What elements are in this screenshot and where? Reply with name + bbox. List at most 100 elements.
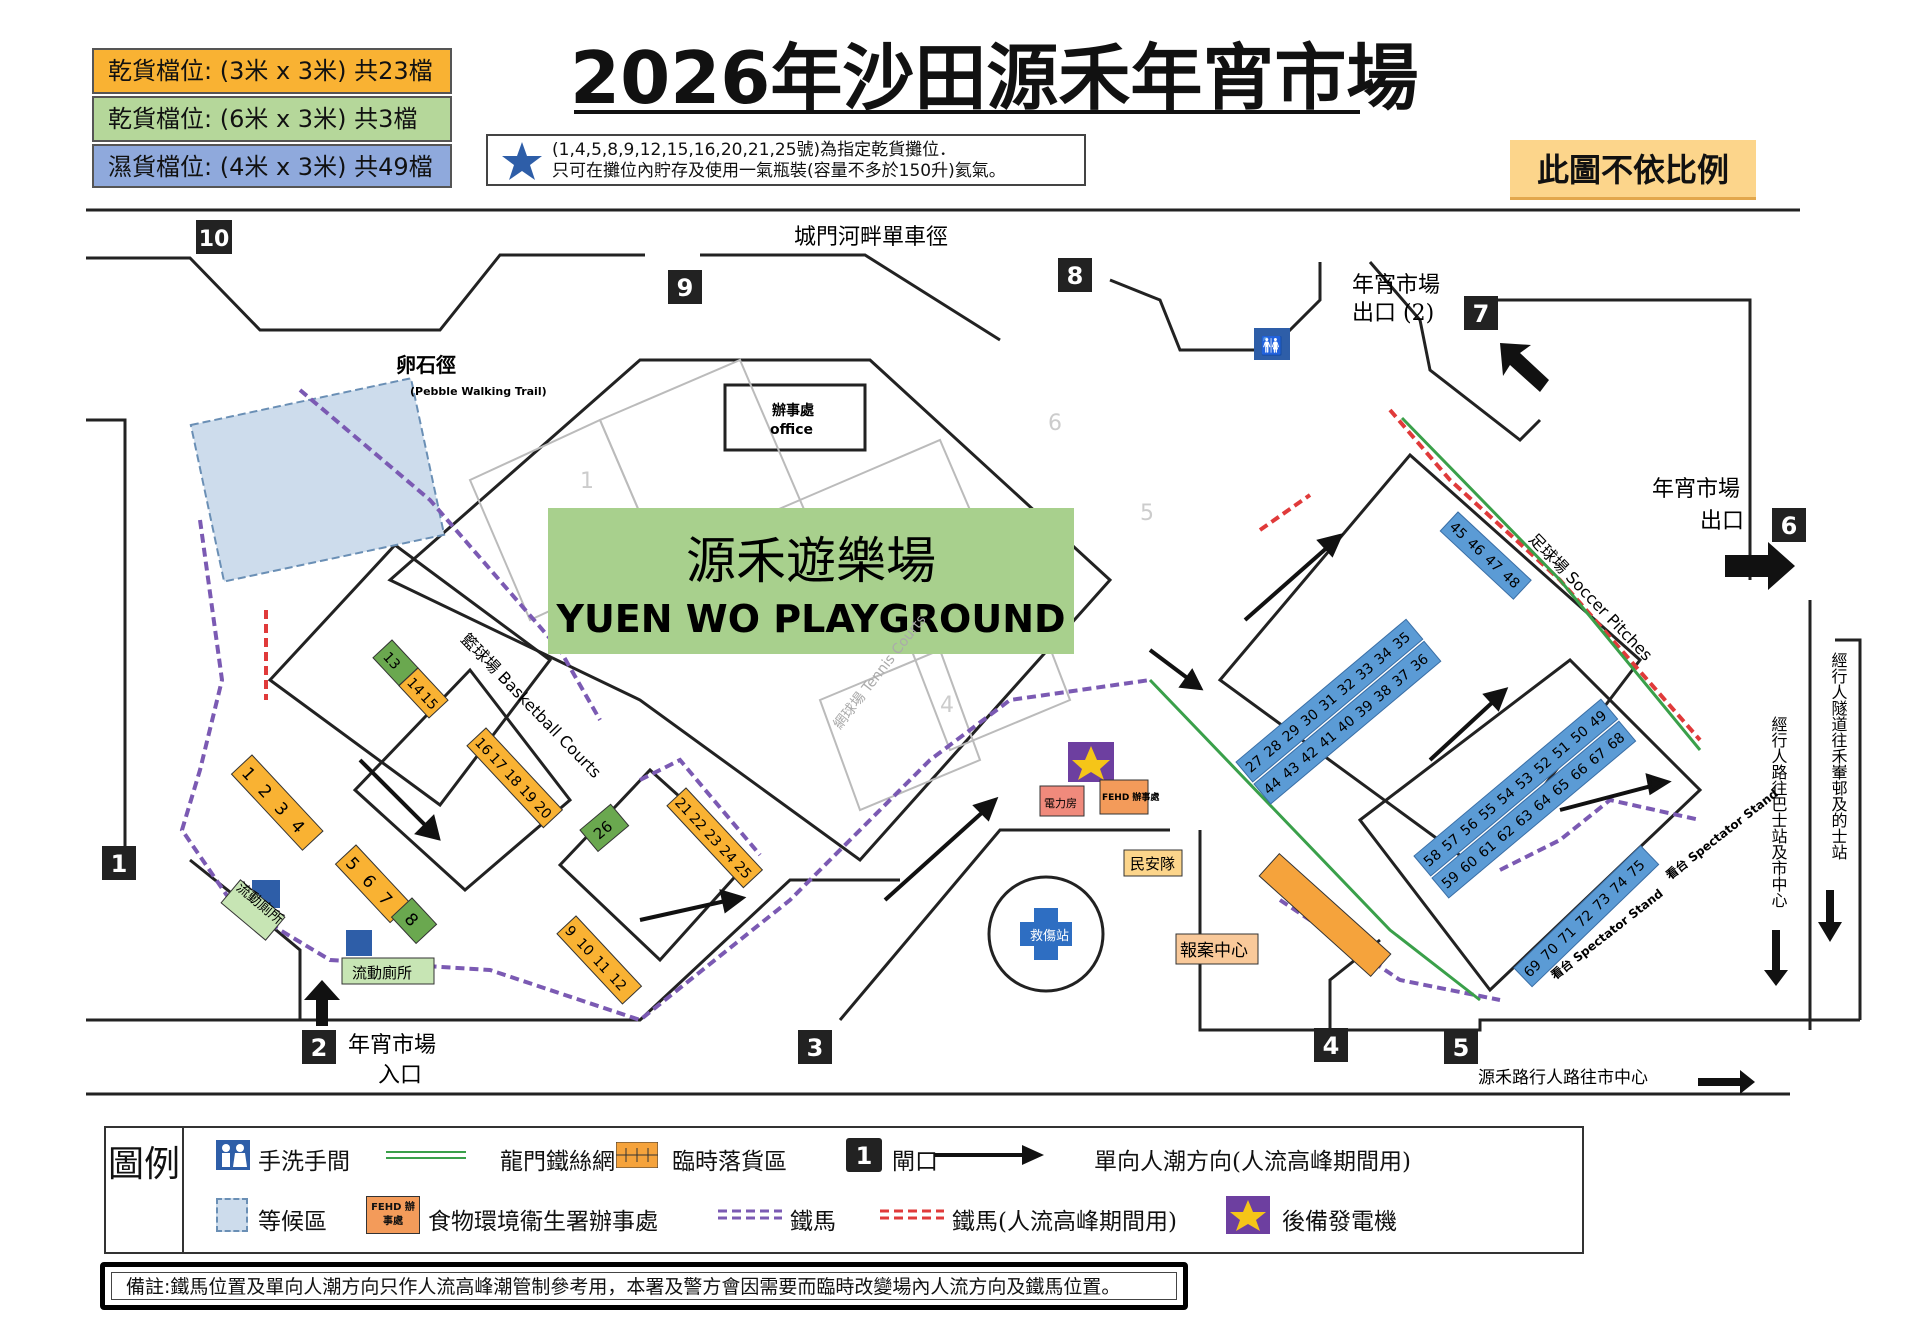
stall-group-14-15: 14 15 [398, 667, 449, 719]
legend-toilet: 手洗手間 [258, 1149, 350, 1175]
svg-text:5: 5 [1140, 501, 1154, 526]
gate-5-icon: 5 [1444, 1030, 1478, 1064]
svg-text:10: 10 [199, 227, 230, 252]
side-text-tunnel: 經行人隧道往禾輋邨及的士站 [1829, 652, 1848, 860]
gate-6-icon: 6 [1772, 508, 1806, 542]
svg-text:1: 1 [580, 469, 594, 494]
office-label: 辦事處 [772, 402, 815, 419]
remark-text: 備註:鐵馬位置及單向人潮方向只作人流高峰潮管制參考用，本署及警方會因需要而臨時改… [111, 1272, 1177, 1300]
office-en-label: office [770, 422, 813, 438]
entrance-label-1: 年宵市場 [348, 1033, 436, 1058]
gate-4-icon: 4 [1314, 1028, 1348, 1062]
svg-text:1: 1 [856, 1142, 873, 1170]
report-centre-label: 報案中心 [1180, 941, 1248, 961]
legend-fence: 龍門鐵絲網 [500, 1149, 615, 1175]
power-room-label: 電力房 [1044, 797, 1077, 810]
first-aid-icon [1020, 908, 1072, 960]
map-outline [86, 208, 1862, 1096]
dry-stall-small-legend: 乾貨檔位: (3米 x 3米) 共23檔 [92, 48, 452, 94]
pebble-trail-label: 卵石徑 [396, 353, 456, 377]
spectator-label-1: 看台 Spectator Stand [1663, 785, 1781, 882]
gate-icon: 1 [846, 1138, 882, 1172]
one-way-arrow-icon [934, 1145, 1044, 1165]
legend-generator: 後備發電機 [1282, 1209, 1397, 1235]
road-label: 源禾路行人路往市中心 [1478, 1068, 1648, 1088]
svg-text:4: 4 [940, 693, 954, 718]
exit-label-1: 年宵市場 [1652, 477, 1740, 502]
map-legend: 圖例 手洗手間 龍門鐵絲網 臨時落貨區 1 閘口 單向人潮方向(人流高峰期間用)… [104, 1126, 1584, 1254]
stall-13: 13 [372, 639, 419, 687]
stall-group-21-25: 21 22 23 24 25 [666, 787, 764, 889]
stall-group-16-20: 16 17 18 19 20 [466, 727, 564, 829]
side-text-bus: 經行人路往巴士站及市中心 [1769, 716, 1788, 908]
stall-26: 26 [579, 803, 630, 853]
wet-stalls-49-58: 58 57 56 55 54 53 52 51 50 49 [1413, 698, 1619, 877]
svg-text:🚻: 🚻 [1261, 335, 1283, 357]
legend-barrier-peak: 鐵馬(人流高峰期間用) [952, 1209, 1177, 1235]
generator-icon [1226, 1196, 1270, 1234]
gate-1-icon: 1 [102, 846, 136, 880]
svg-text:8: 8 [1067, 262, 1084, 290]
cap-label: 民安隊 [1130, 855, 1175, 873]
portable-toilet-box-2 [341, 957, 435, 985]
fence-line-icon [386, 1151, 466, 1159]
stall-8: 8 [390, 897, 438, 945]
fehd-office [1099, 779, 1149, 815]
note-line-2: 只可在攤位內貯存及使用一氣瓶裝(容量不多於150升)氦氣。 [552, 161, 1006, 181]
legend-fehd: 食物環境衞生署辦事處 [428, 1209, 658, 1235]
court-shapes [267, 358, 1703, 993]
wet-stalls-27-35: 27 28 29 30 31 32 33 34 35 [1235, 618, 1424, 783]
soccer-label: 足球場 Soccer Pitches [1525, 530, 1656, 665]
legend-title: 圖例 [106, 1128, 184, 1252]
toilet-icon [216, 1140, 250, 1170]
wet-stalls-45-48: 45 46 47 48 [1439, 511, 1532, 600]
pebble-trail-en-label: (Pebble Walking Trail) [410, 385, 547, 398]
one-way-arrows [358, 533, 1672, 922]
page-title: 2026年沙田源禾年宵市場 [570, 36, 1419, 120]
svg-text:4: 4 [1323, 1032, 1340, 1060]
svg-text:5: 5 [1453, 1034, 1470, 1062]
site-map: 10 9 8 7 6 1 2 3 4 5 城門河畔單車徑 卵石徑 (Pebble… [86, 208, 1862, 1096]
first-aid-label: 救傷站 [1030, 928, 1069, 944]
gate-7-icon: 7 [1464, 296, 1498, 330]
report-centre [1175, 933, 1259, 965]
remark-box: 備註:鐵馬位置及單向人潮方向只作人流高峰潮管制參考用，本署及警方會因需要而臨時改… [100, 1262, 1188, 1310]
peak-barrier-lines [264, 408, 1702, 742]
exit2-label-1: 年宵市場 [1352, 273, 1440, 298]
playground-banner [548, 508, 1074, 654]
svg-text:1: 1 [111, 850, 128, 878]
exit2-label-2: 出口 (2) [1352, 301, 1434, 326]
playground-name-cn: 源禾遊樂場 [686, 532, 936, 590]
legend-barrier: 鐵馬 [790, 1209, 836, 1235]
legend-loading: 臨時落貨區 [672, 1149, 787, 1175]
gate-9-icon: 9 [668, 270, 702, 304]
fehd-office-label: FEHD 辦事處 [1102, 791, 1160, 803]
gate-10-icon: 10 [196, 220, 232, 254]
toilet-icon [346, 930, 372, 956]
exit-label-2: 出口 [1700, 509, 1744, 534]
stall-group-5-7: 5 6 7 [334, 844, 412, 924]
barrier-icon [718, 1209, 782, 1220]
loading-zone-icon [616, 1142, 658, 1168]
svg-text:3: 3 [807, 1034, 824, 1062]
portable-toilet-label-2: 流動廁所 [352, 964, 412, 982]
gate-8-icon: 8 [1058, 258, 1092, 292]
legend-waiting: 等候區 [258, 1209, 327, 1235]
power-room [1039, 785, 1085, 817]
exit-arrows [304, 343, 1842, 1094]
note-line-1: (1,4,5,8,9,12,15,16,20,21,25號)為指定乾貨攤位． [552, 140, 957, 160]
fehd-icon: FEHD 辦事處 [366, 1196, 420, 1234]
playground-name-en: YUEN WO PLAYGROUND [555, 597, 1065, 641]
wet-stalls-36-44: 44 43 42 41 40 39 38 37 36 [1253, 640, 1442, 805]
svg-text:9: 9 [677, 274, 694, 302]
svg-text:6: 6 [1048, 411, 1062, 436]
entrance-label-2: 入口 [378, 1063, 422, 1088]
peak-barrier-icon [880, 1209, 944, 1220]
svg-text:2: 2 [311, 1034, 328, 1062]
dry-stall-large-legend: 乾貨檔位: (6米 x 3米) 共3檔 [92, 96, 452, 142]
waiting-area [189, 377, 446, 583]
loading-zone [1258, 852, 1392, 978]
toilet-icon: 🚻 [1254, 328, 1290, 360]
waiting-area-icon [216, 1198, 248, 1232]
gate-2-icon: 2 [302, 1030, 336, 1064]
